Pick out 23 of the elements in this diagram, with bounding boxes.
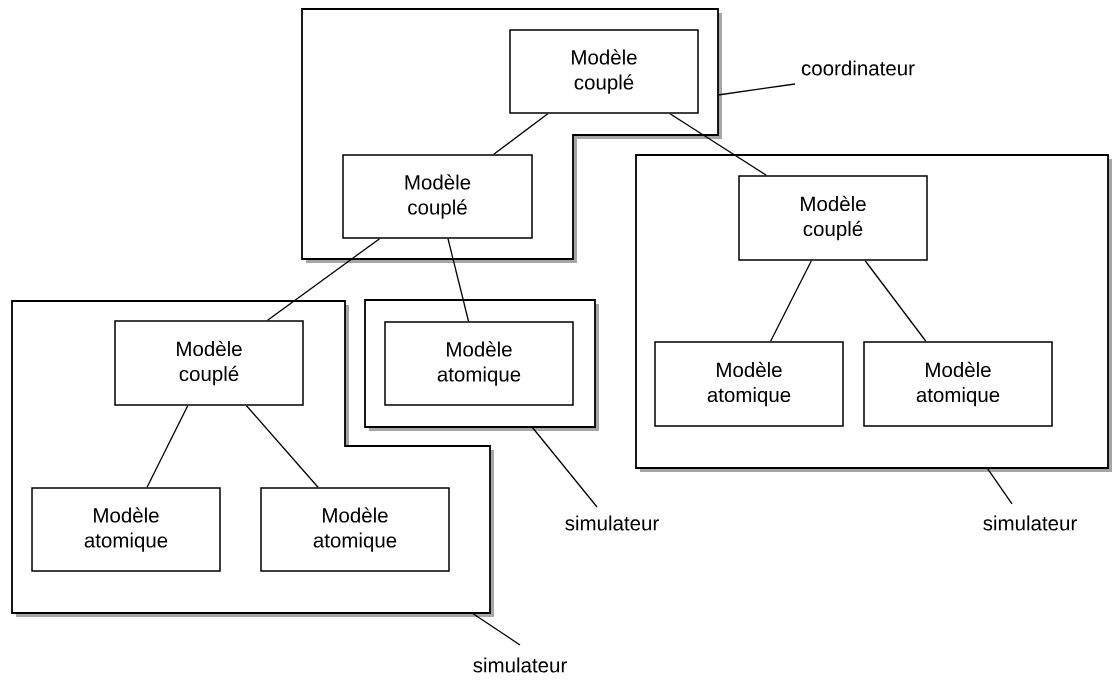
connector-line <box>769 260 813 342</box>
model-box: Modèle couplé <box>342 154 533 239</box>
model-box: Modèle atomique <box>31 487 221 572</box>
leader-line <box>531 426 598 508</box>
model-box: Modèle couplé <box>738 175 928 261</box>
callout-label: simulateur <box>983 515 1077 531</box>
model-box: Modèle atomique <box>654 341 844 427</box>
connector-line <box>245 405 319 488</box>
model-box: Modèle atomique <box>863 341 1053 427</box>
connector-line <box>447 238 470 322</box>
leader-line <box>717 83 796 96</box>
callout-label: coordinateur <box>801 60 915 76</box>
model-box: Modèle atomique <box>384 321 574 406</box>
leader-line <box>471 612 521 646</box>
model-box: Modèle couplé <box>114 320 304 406</box>
connector-line <box>493 113 549 155</box>
connector-line <box>146 405 189 488</box>
connector-line <box>864 260 927 342</box>
leader-line <box>986 467 1013 505</box>
model-box: Modèle couplé <box>509 29 699 114</box>
callout-label: simulateur <box>473 657 567 673</box>
model-box: Modèle atomique <box>260 487 450 572</box>
callout-label: simulateur <box>565 515 659 531</box>
